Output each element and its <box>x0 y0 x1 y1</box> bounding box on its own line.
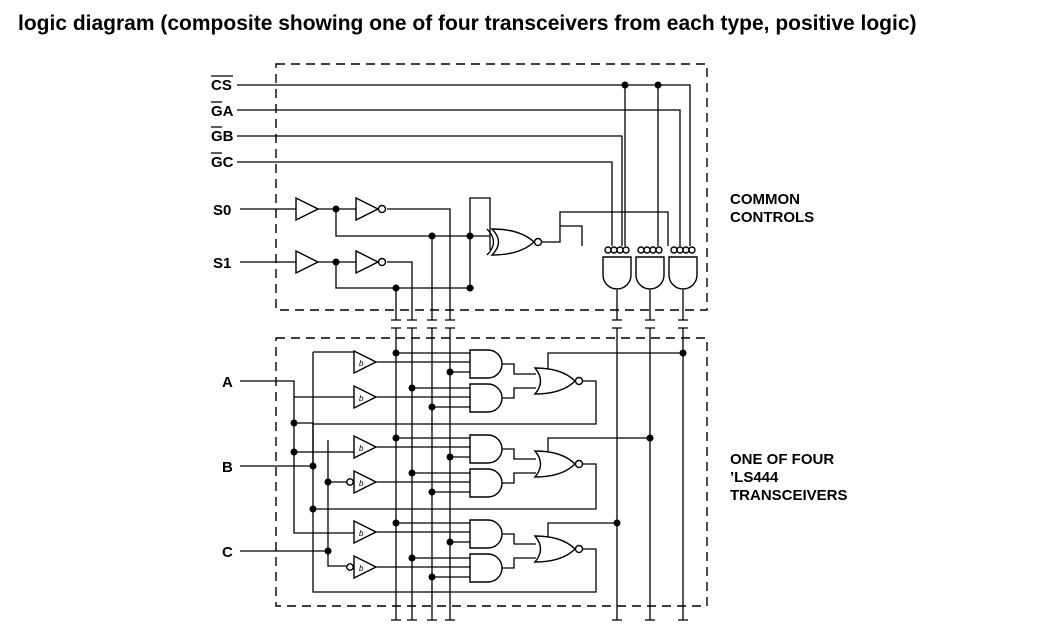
svg-text:b: b <box>359 529 364 538</box>
svg-text:b: b <box>359 444 364 453</box>
transceiver-buffers: b b b b b b <box>346 349 378 580</box>
s0-inverter <box>355 196 387 222</box>
transceiver-wiring <box>240 351 683 593</box>
pin-label-s1: S1 <box>213 255 231 272</box>
pin-label-s0: S0 <box>213 202 231 219</box>
pin-label-a: A <box>222 374 233 391</box>
diagram-title: logic diagram (composite showing one of … <box>18 12 917 35</box>
s0-buffer <box>295 196 320 222</box>
s1-inverter <box>355 249 387 275</box>
svg-text:b: b <box>359 479 364 488</box>
pin-label-cs: CS <box>211 77 232 94</box>
transceiver-nor-gates <box>533 367 584 563</box>
pin-label-c: C <box>222 544 233 561</box>
common-controls-caption-line1: COMMON <box>730 191 800 208</box>
svg-text:b: b <box>359 564 364 573</box>
svg-text:b: b <box>359 394 364 403</box>
s1-buffer <box>295 249 320 275</box>
transceiver-and-gates <box>469 349 503 583</box>
pin-label-ga: GA <box>211 103 234 120</box>
transceivers-caption-line1: ONE OF FOUR <box>730 451 834 468</box>
pin-label-gb: GB <box>211 128 234 145</box>
transceivers-box <box>275 337 708 607</box>
transceivers-caption-line3: TRANSCEIVERS <box>730 487 848 504</box>
and-gate-control-1 <box>602 246 632 290</box>
common-controls-wiring <box>237 84 691 320</box>
common-controls-caption-line2: CONTROLS <box>730 209 814 226</box>
common-controls-box <box>275 63 708 311</box>
and-gate-control-3 <box>668 246 698 290</box>
svg-text:b: b <box>359 359 364 368</box>
control-junction-dots <box>332 81 662 292</box>
pin-label-gc: GC <box>211 154 234 171</box>
transceivers-caption-line2: ’LS444 <box>730 469 779 486</box>
transceiver-junction-dots <box>290 349 687 581</box>
xnor-gate <box>486 228 543 256</box>
pin-label-b: B <box>222 459 233 476</box>
and-gate-control-2 <box>635 246 665 290</box>
